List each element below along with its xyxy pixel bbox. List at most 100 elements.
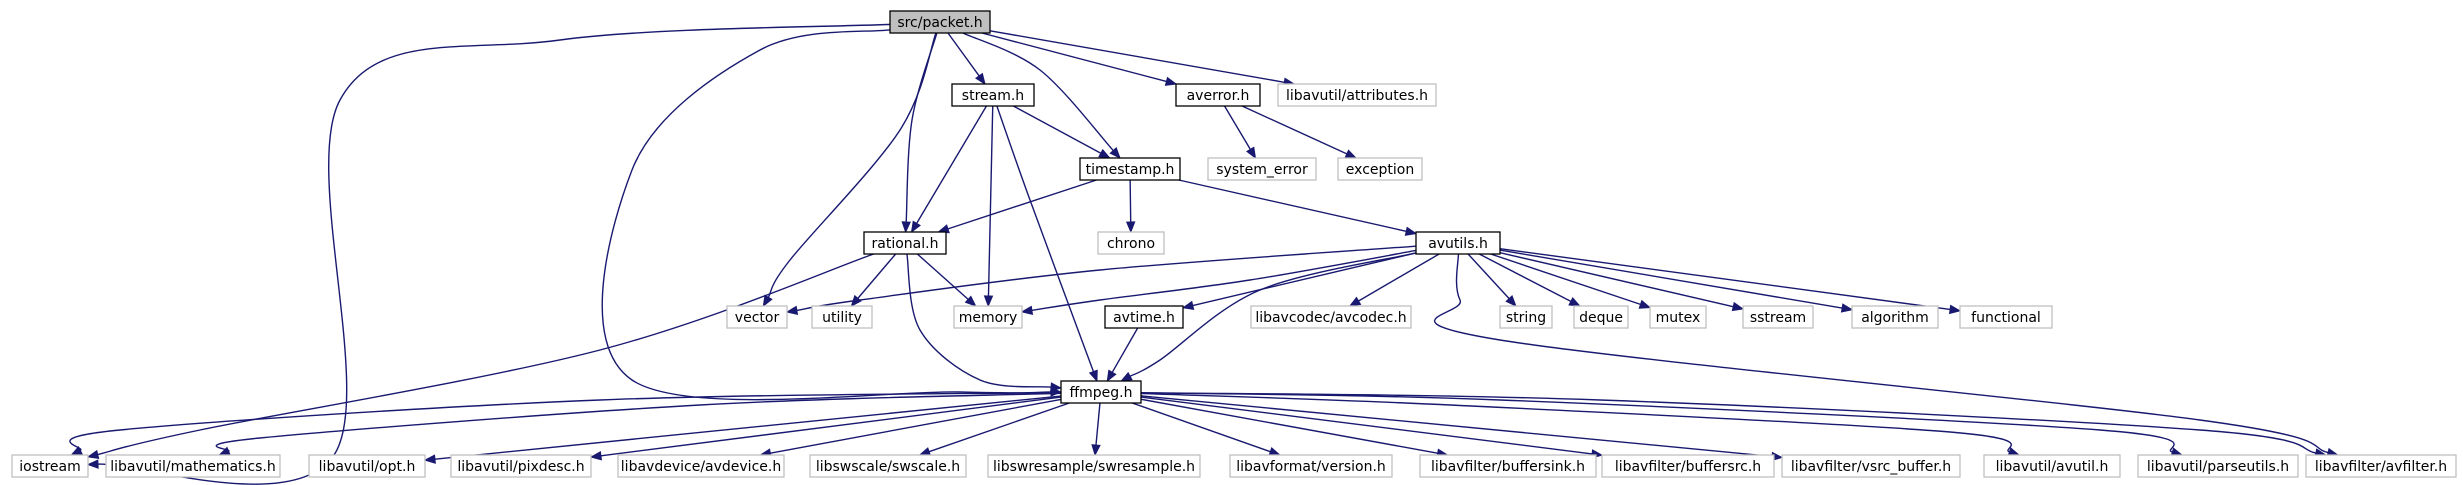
node-system-error: system_error (1207, 157, 1317, 181)
edge-line (69, 391, 1062, 452)
node-packet[interactable]: src/packet.h (889, 10, 991, 34)
node-label: exception (1346, 162, 1414, 178)
node-buffersink: libavfilter/buffersink.h (1419, 454, 1597, 478)
node-avfilter: libavfilter/avfilter.h (2305, 454, 2457, 478)
node-box (1337, 157, 1423, 181)
arrowhead (423, 454, 436, 464)
node-ffmpeg[interactable]: ffmpeg.h (1060, 380, 1142, 404)
node-sstream: sstream (1742, 305, 1814, 329)
edge-line (996, 105, 1095, 372)
node-box (1175, 83, 1261, 107)
edge-stream-to-memory (983, 105, 994, 308)
node-stream[interactable]: stream.h (951, 83, 1035, 107)
node-label: functional (1971, 310, 2041, 326)
arrowhead (901, 221, 911, 234)
node-box (2137, 454, 2299, 478)
node-iostream: iostream (11, 454, 89, 478)
node-label: libavutil/avutil.h (1996, 459, 2109, 475)
arrowhead (1840, 303, 1854, 313)
node-rational[interactable]: rational.h (863, 231, 947, 255)
node-label: deque (1579, 310, 1623, 326)
node-label: sstream (1750, 310, 1806, 326)
edge-line (1223, 105, 1251, 150)
node-box (1851, 305, 1939, 329)
edge-line (1131, 402, 1271, 453)
arrowhead (1088, 369, 1098, 383)
arrowhead (1638, 299, 1652, 309)
edge-line (1140, 398, 1438, 454)
edge-line (1434, 253, 2329, 454)
arrowhead (762, 294, 773, 308)
edge-line (989, 30, 1285, 83)
edge-ffmpeg-to-pixdesc (589, 396, 1062, 461)
node-box (1419, 454, 1597, 478)
edge-avutils-to-algorithm (1499, 249, 1854, 313)
node-box (1959, 305, 2053, 329)
node-box (1601, 454, 1775, 478)
arrowhead (86, 449, 100, 460)
node-pixdesc: libavutil/pixdesc.h (450, 454, 592, 478)
node-label: libavutil/mathematics.h (110, 459, 276, 475)
node-swresample: libswresample/swresample.h (987, 454, 1201, 478)
arrowhead (1120, 371, 1133, 382)
edge-stream-to-rational (910, 105, 988, 234)
edge-packet-to-rational (901, 32, 938, 234)
node-box (1742, 305, 1814, 329)
edge-line (981, 32, 1167, 83)
edge-line (1499, 247, 1951, 311)
node-parseutils: libavutil/parseutils.h (2137, 454, 2299, 478)
edge-ffmpeg-to-buffersrc (1140, 396, 1604, 459)
arrowhead (1404, 226, 1418, 236)
node-label: libswscale/swscale.h (816, 459, 960, 475)
node-avtime[interactable]: avtime.h (1104, 305, 1184, 329)
edge-line (1241, 105, 1348, 155)
edge-packet-to-vector (762, 32, 937, 308)
edge-rational-to-memory (916, 253, 977, 307)
edge-line (215, 392, 1062, 452)
edge-line (1013, 105, 1102, 154)
arrowhead (1344, 149, 1358, 159)
node-label: memory (959, 310, 1018, 326)
node-averror[interactable]: averror.h (1175, 83, 1261, 107)
arrowhead (1109, 147, 1121, 159)
node-label: ffmpeg.h (1070, 385, 1133, 401)
node-box (809, 454, 967, 478)
node-timestamp[interactable]: timestamp.h (1079, 157, 1181, 181)
node-chrono: chrono (1097, 231, 1165, 255)
node-box (1573, 305, 1629, 329)
node-label: libavformat/version.h (1236, 459, 1386, 475)
edge-avutils-to-string (1467, 253, 1517, 307)
edge-line (1178, 179, 1407, 233)
edge-line (767, 32, 937, 298)
edge-stream-to-timestamp (1013, 105, 1111, 159)
edge-line (916, 253, 969, 300)
node-label: libavfilter/buffersink.h (1431, 459, 1585, 475)
edge-line (1192, 252, 1417, 307)
node-label: libavutil/opt.h (319, 459, 416, 475)
node-box (1104, 305, 1184, 329)
node-exception: exception (1337, 157, 1423, 181)
edge-line (600, 396, 1062, 457)
arrowhead (589, 451, 603, 461)
arrowhead (1164, 76, 1178, 86)
node-label: utility (822, 310, 862, 326)
edge-ffmpeg-to-buffersink (1140, 398, 1449, 458)
arrowhead (983, 295, 994, 308)
edge-timestamp-to-chrono (1125, 179, 1136, 234)
node-box (1207, 157, 1317, 181)
edge-line (1478, 253, 1572, 303)
node-label: libavfilter/buffersrc.h (1615, 459, 1761, 475)
node-vsrc-buffer: libavfilter/vsrc_buffer.h (1781, 454, 1961, 478)
node-avutils[interactable]: avutils.h (1415, 231, 1501, 255)
node-label: libavdevice/avdevice.h (621, 459, 781, 475)
edge-ffmpeg-to-swscale (918, 402, 1070, 457)
edge-line (1499, 252, 1734, 308)
edge-line (1490, 253, 1641, 306)
arrowhead (1348, 296, 1362, 307)
arrowhead (1091, 444, 1101, 457)
edge-rational-to-iostream (86, 253, 874, 460)
edge-packet-to-stream (947, 32, 986, 86)
edge-line (906, 253, 1052, 388)
node-memory: memory (953, 305, 1023, 329)
node-box (11, 454, 89, 478)
